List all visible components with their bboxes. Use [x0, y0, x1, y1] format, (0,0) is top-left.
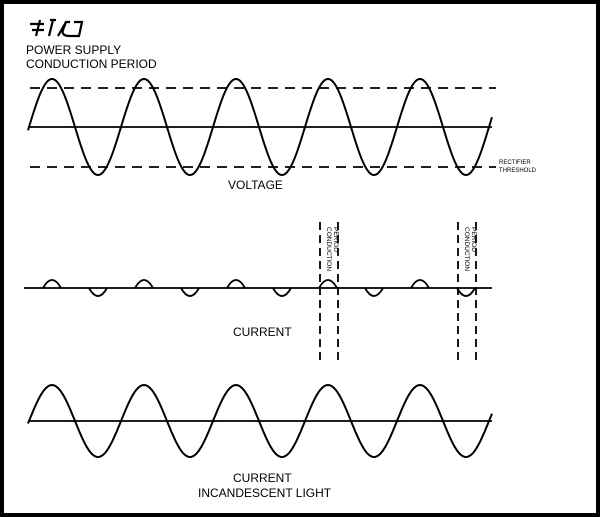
current-pulses: [42, 279, 476, 297]
voltage-waveform: [27, 77, 493, 177]
conduction-label-1-line1: CONDUCTION: [325, 227, 332, 271]
conduction-label-2-line2: PERIOD: [470, 227, 477, 252]
threshold-label-line1: RECTIFIER: [499, 160, 531, 166]
light-label-line1: CURRENT: [233, 471, 292, 485]
title-line2: CONDUCTION PERIOD: [26, 57, 157, 71]
voltage-label: VOLTAGE: [228, 178, 283, 192]
light-current-waveform: [27, 383, 493, 459]
title-line1: POWER SUPPLY: [26, 43, 121, 57]
conduction-label-1-line2: PERIOD: [332, 227, 339, 252]
light-label-line2: INCANDESCENT LIGHT: [198, 486, 332, 500]
threshold-label-line2: THRESHOLD: [499, 168, 537, 174]
current-label: CURRENT: [233, 325, 292, 339]
dtco-logo: [30, 18, 84, 38]
conduction-label-2-line1: CONDUCTION: [463, 227, 470, 271]
